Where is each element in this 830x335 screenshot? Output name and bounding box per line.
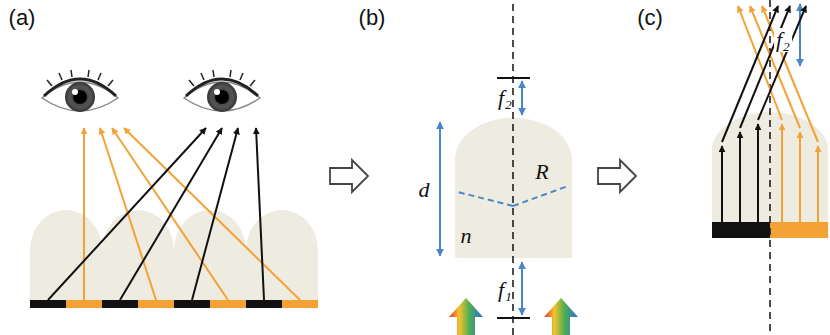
focal-length-label: f₁ [496, 278, 514, 302]
light-arrow [449, 298, 578, 335]
eye [71, 70, 72, 77]
black-ray [758, 6, 806, 120]
eye [184, 70, 260, 112]
focal-dimension [799, 4, 801, 66]
hollow-arrow [330, 160, 368, 192]
pixel [30, 300, 66, 308]
black-ray [739, 132, 741, 222]
orange-ray [738, 6, 782, 120]
pixel [246, 300, 282, 308]
pixel-strip [30, 300, 318, 308]
eye [207, 82, 237, 112]
orange-ray [84, 128, 300, 300]
eye [59, 73, 62, 80]
eye [215, 90, 229, 104]
eye [42, 82, 118, 111]
radius-line [513, 186, 568, 206]
eye [42, 70, 118, 112]
focal-dimension [521, 81, 523, 115]
black-pixel [712, 222, 770, 238]
eye [72, 89, 78, 95]
lens-array [174, 210, 246, 300]
lens-array [102, 210, 174, 300]
black-ray [740, 6, 790, 128]
orange-ray [781, 124, 783, 222]
eye [47, 70, 113, 86]
eye [186, 79, 258, 96]
orange-ray [83, 128, 85, 300]
eye [230, 70, 231, 77]
lens-array [30, 210, 318, 300]
eye [201, 73, 204, 80]
pixel [66, 300, 102, 308]
pixel [102, 300, 138, 308]
eye [189, 80, 194, 86]
eye [44, 79, 116, 96]
black-ray [48, 128, 206, 300]
focal-length-label: f₂ [774, 28, 792, 52]
hollow-arrow [598, 160, 636, 192]
eye [73, 90, 87, 104]
thickness-label: d [417, 178, 432, 202]
black-ray [192, 128, 238, 300]
panel-label: (a) [9, 7, 36, 29]
focal-dimension [521, 81, 523, 315]
eye [88, 70, 89, 77]
panel-label: (c) [637, 7, 663, 29]
focal-plane-tick [497, 317, 530, 319]
optical-axis [769, 0, 771, 335]
pixel [138, 300, 174, 308]
lens-array [246, 210, 318, 300]
optical-axis [512, 4, 514, 335]
eye [65, 82, 95, 112]
pixel [282, 300, 318, 308]
focal-dimension [521, 262, 523, 315]
orange-ray [124, 128, 300, 300]
black-ray [256, 128, 264, 300]
orange-ray [750, 6, 800, 128]
light-arrow [544, 298, 578, 335]
pixel [174, 300, 210, 308]
light-arrow [449, 298, 483, 335]
black-ray [722, 6, 806, 222]
black-ray [722, 6, 778, 142]
orange-pixel [770, 222, 828, 238]
radius-line [458, 186, 568, 206]
eye [250, 80, 255, 86]
focal-length-label: f₂ [496, 86, 514, 110]
orange-ray [817, 146, 819, 222]
eye [240, 73, 243, 80]
eye [108, 80, 113, 86]
radius-line [458, 192, 513, 206]
pixel [210, 300, 246, 308]
radius-label: R [533, 160, 550, 184]
eye [214, 89, 220, 95]
eye [47, 80, 52, 86]
eye [98, 73, 101, 80]
orange-ray [799, 132, 801, 222]
black-ray [48, 128, 264, 300]
panel-label: (b) [359, 7, 386, 29]
focal-plane-tick [497, 77, 530, 79]
eye [213, 70, 214, 77]
black-ray [120, 128, 222, 300]
orange-ray [738, 6, 818, 222]
index-label: n [459, 224, 474, 248]
black-ray [757, 124, 759, 222]
eye [189, 70, 255, 86]
focal-plane-tick [497, 78, 530, 318]
black-ray [721, 146, 723, 222]
thickness-dimension [439, 122, 441, 256]
lens-array [30, 210, 102, 300]
eye [184, 82, 260, 111]
